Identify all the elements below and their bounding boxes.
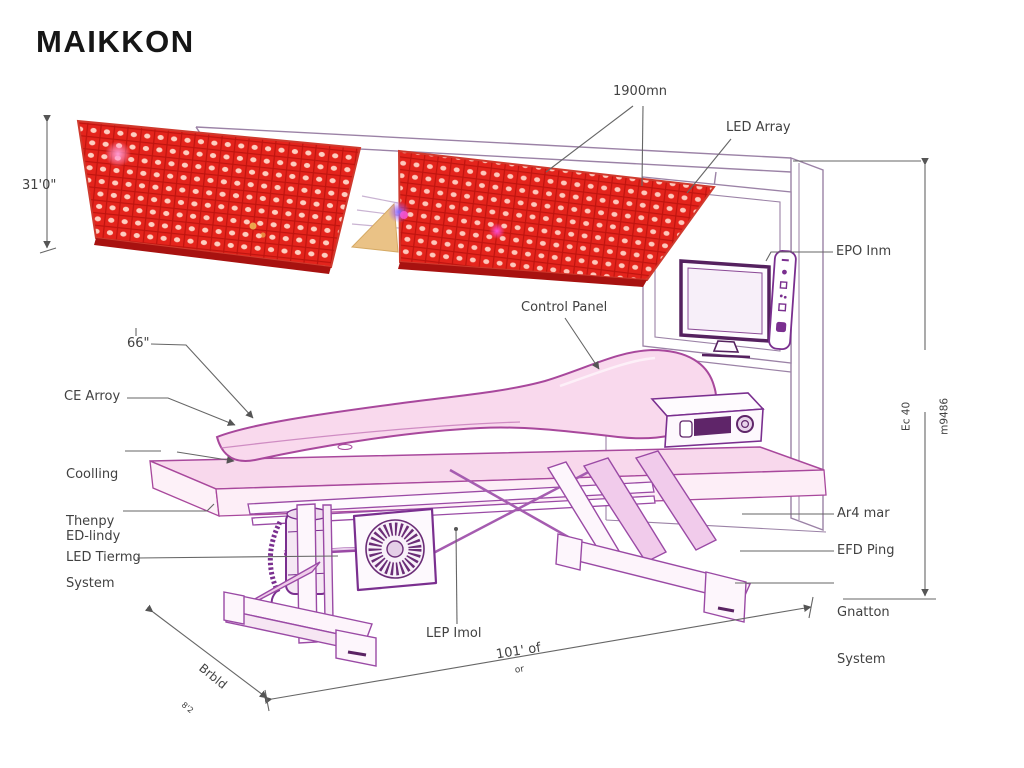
label-ar4-mar: Ar4 mar — [837, 506, 890, 521]
dim-label-right-line2: m9486 — [938, 397, 951, 435]
label-gnatton: Gnatton System — [837, 574, 890, 699]
brand-logo: MAIKKON — [36, 24, 195, 59]
dim-label-right: Ec 40 m9486 — [876, 386, 977, 446]
label-led-tiermg: LED Tiermg — [66, 550, 141, 565]
dim-label-66: 66" — [127, 336, 150, 351]
glow-magenta — [489, 223, 505, 239]
label-gnatton-line1: Gnatton — [837, 605, 890, 621]
led-panel-right — [350, 149, 716, 287]
dim-label-diagonal-line2: 8'2 — [179, 700, 196, 716]
glow-pink — [105, 141, 131, 167]
led-panel-left — [76, 119, 362, 274]
label-epo: EPO Inm — [836, 244, 892, 259]
fan-unit — [352, 507, 438, 592]
coiled-cable — [267, 520, 283, 594]
label-ce-array: CE Arroy — [64, 389, 121, 404]
label-cooling-line2: Thenpy — [66, 513, 115, 529]
dim-label-bottom-sub: or — [514, 664, 525, 676]
monitor — [679, 259, 771, 359]
dim-label-top: 1900mn — [613, 84, 667, 99]
tan-wedge — [350, 202, 399, 253]
label-cooling-line1: Coolling — [66, 467, 119, 483]
control-box — [650, 392, 765, 448]
left-leg-assembly — [223, 503, 377, 667]
glow-blue — [388, 201, 410, 223]
right-leg-assembly — [546, 450, 751, 623]
dim-label-right-line1: Ec 40 — [900, 401, 913, 431]
label-led-array: LED Array — [726, 120, 791, 135]
label-efd-ping: EFD Ping — [837, 543, 895, 558]
label-cooling: Coolling Thenpy — [66, 436, 118, 561]
label-ed-lindy-line2: System — [66, 575, 115, 591]
label-ed-lindy-line1: ED-lindy — [66, 529, 121, 545]
label-ed-lindy: ED-lindy System — [66, 498, 120, 623]
label-lep-imol: LEP Imol — [426, 626, 482, 641]
dimension-lines — [39, 105, 936, 712]
glow-yellow — [249, 222, 257, 230]
label-gnatton-line2: System — [837, 651, 886, 667]
dim-label-height-left: 31'0" — [22, 178, 57, 193]
fan-blades — [368, 522, 422, 576]
label-control-panel: Control Panel — [521, 300, 608, 315]
mattress — [215, 348, 717, 462]
control-strip — [768, 250, 797, 351]
knob — [736, 415, 754, 433]
